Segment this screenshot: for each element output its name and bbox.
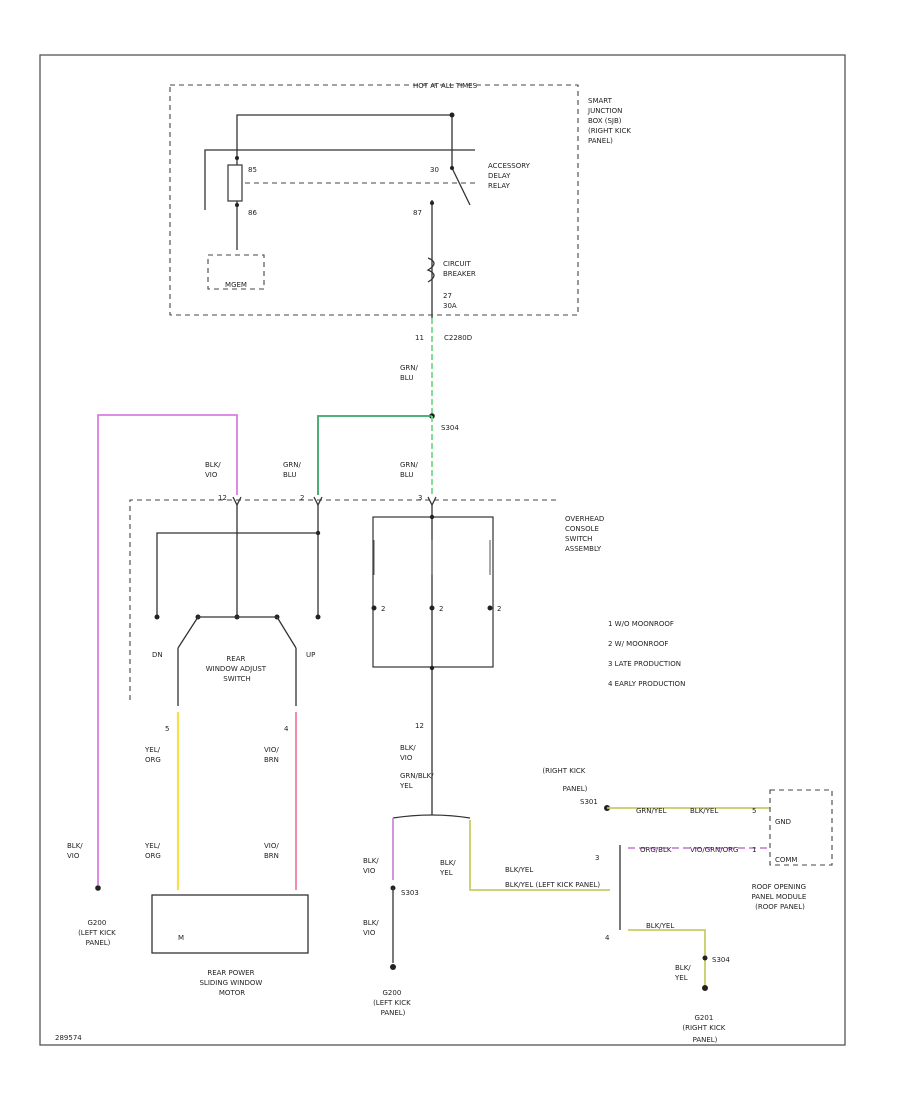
svg-text:2: 2: [497, 605, 501, 613]
console-pin-mid: 2: [300, 494, 304, 502]
svg-text:GND: GND: [775, 818, 791, 826]
yel-org-label-bot: YEL/ORG: [144, 842, 161, 860]
relay-pin-30: 30: [430, 166, 439, 174]
svg-text:3: 3: [595, 854, 599, 862]
motor-label: REAR POWER SLIDING WINDOW MOTOR: [199, 969, 264, 997]
console-label: OVERHEAD CONSOLE SWITCH ASSEMBLY: [565, 515, 607, 553]
relay-coil: [227, 164, 243, 202]
blk-yel-low-label: BLK/YEL: [674, 964, 691, 982]
center-pin-12: 12: [415, 722, 424, 730]
switch-label: REAR WINDOW ADJUST SWITCH: [206, 655, 269, 683]
right-kick-label: (RIGHT KICK PANEL): [542, 767, 587, 793]
grn-branch-wire: [317, 415, 432, 495]
svg-text:VIO/GRN/ORG: VIO/GRN/ORG: [690, 846, 738, 854]
switch-dn: DN: [152, 651, 163, 659]
roof-opening-panel-module: (RIGHT KICK PANEL) S301 GRN/YEL BLK/YEL …: [542, 767, 833, 1044]
console-outline: [129, 499, 560, 700]
motor-m: M: [178, 934, 184, 942]
breaker-label: CIRCUIT BREAKER 27 30A: [443, 260, 478, 310]
blk-vio-left-wire: [97, 414, 238, 885]
relay-pin-85: 85: [248, 166, 257, 174]
blk-vio-mid-label-2: BLK/VIO: [363, 919, 379, 937]
splice-s304-label: S304: [441, 424, 459, 432]
relay-pin-86: 86: [248, 209, 257, 217]
rear-window-switch: DN UP REAR WINDOW ADJUST SWITCH 5 4: [152, 614, 321, 733]
connector-pin-11: 11: [415, 334, 424, 342]
vio-brn-label-top: VIO/BRN: [264, 746, 279, 764]
svg-text:2: 2: [439, 605, 443, 613]
frame-id: 289574: [55, 1034, 82, 1042]
g200-mid-ground: [390, 964, 396, 970]
svg-text:4: 4: [605, 934, 610, 942]
blk-yel-kick-label: BLK/YEL (LEFT KICK PANEL): [505, 881, 600, 889]
blk-vio-center-label: BLK/VIO: [400, 744, 416, 762]
circuit-breaker-symbol: [426, 257, 435, 283]
svg-text:1: 1: [752, 846, 756, 854]
console-switch-block: [372, 516, 494, 668]
motor-box: [151, 894, 309, 954]
switch-pin-5: 5: [165, 725, 169, 733]
center-split: [392, 814, 471, 819]
diagram-frame: [39, 54, 846, 1046]
roof-low-wire: [628, 929, 706, 985]
g200-left-ground: [95, 885, 101, 891]
legend-item-4: 4 EARLY PRODUCTION: [608, 680, 685, 688]
svg-text:BLK/YEL: BLK/YEL: [646, 922, 674, 930]
svg-text:ORG/BLK: ORG/BLK: [640, 846, 672, 854]
relay-contact: [451, 155, 471, 206]
blk-vio-label-top: BLK/ VIO: [205, 461, 223, 479]
blk-vio-mid-label-1: BLK/VIO: [363, 857, 379, 875]
switch-levers: [177, 616, 297, 649]
svg-text:COMM: COMM: [775, 856, 797, 864]
grn-blu-label-right: GRN/ BLU: [400, 461, 420, 479]
console-pin-right: 3: [418, 494, 422, 502]
relay-label: ACCESSORY DELAY RELAY: [488, 162, 532, 190]
legend-item-2: 2 W/ MOONROOF: [608, 640, 668, 648]
g201-ground: [702, 985, 708, 991]
junction-box: HOT AT ALL TIMES SMART JUNCTION BOX (SJB…: [169, 82, 633, 342]
hot-bus: [236, 114, 453, 155]
grn-blu-feed-label: GRN/ BLU: [400, 364, 420, 382]
gem-module: [207, 254, 265, 290]
blk-yel-wire: [469, 820, 610, 891]
svg-text:5: 5: [752, 807, 756, 815]
svg-text:2: 2: [381, 605, 385, 613]
svg-text:S304: S304: [712, 956, 730, 964]
relay-frame: [204, 149, 475, 210]
splice-s304b: [702, 955, 708, 961]
legend-item-1: 1 W/O MOONROOF: [608, 620, 674, 628]
hot-at-all-times-label: HOT AT ALL TIMES: [413, 82, 478, 90]
legend: 1 W/O MOONROOF 2 W/ MOONROOF 3 LATE PROD…: [608, 620, 685, 688]
roof-module-box: [769, 789, 833, 866]
grn-blk-yel-label: GRN/BLK/YEL: [399, 772, 434, 790]
switch-pin-4: 4: [284, 725, 289, 733]
grn-blu-label-mid: GRN/ BLU: [283, 461, 303, 479]
overhead-console: 12 2 3 OVERHEAD CONSOLE SWITCH ASSEMBLY …: [129, 494, 607, 700]
gem-label: MGEM: [225, 281, 247, 289]
svg-text:BLK/YEL: BLK/YEL: [690, 807, 718, 815]
svg-text:GRN/YEL: GRN/YEL: [636, 807, 667, 815]
rear-sliding-window-motor: M REAR POWER SLIDING WINDOW MOTOR: [151, 894, 309, 997]
yel-org-label-top: YEL/ORG: [144, 746, 161, 764]
g200-left-label: G200 (LEFT KICK PANEL): [78, 919, 118, 947]
blk-vio-label-left: BLK/VIO: [67, 842, 83, 860]
relay-pin-87: 87: [413, 209, 422, 217]
roof-module-label: ROOF OPENING PANEL MODULE (ROOF PANEL): [752, 883, 809, 911]
g201-label: G201 (RIGHT KICK PANEL): [682, 1014, 727, 1044]
switch-up: UP: [306, 651, 315, 659]
console-pin-left: 12: [218, 494, 227, 502]
blk-yel-center-label: BLK/YEL: [439, 859, 456, 877]
junction-box-outline: [169, 84, 579, 316]
connector-c2280d: C2280D: [444, 334, 472, 342]
blk-yel-long-label: BLK/YEL: [505, 866, 533, 874]
vio-brn-label-bot: VIO/BRN: [264, 842, 279, 860]
splice-s303-label: S303: [401, 889, 419, 897]
node-s301: S301: [580, 798, 598, 806]
bus-node: [449, 112, 455, 118]
g200-mid-label: G200 (LEFT KICK PANEL): [373, 989, 413, 1017]
legend-item-3: 3 LATE PRODUCTION: [608, 660, 681, 668]
sjb-title: SMART JUNCTION BOX (SJB) (RIGHT KICK PAN…: [587, 97, 633, 145]
